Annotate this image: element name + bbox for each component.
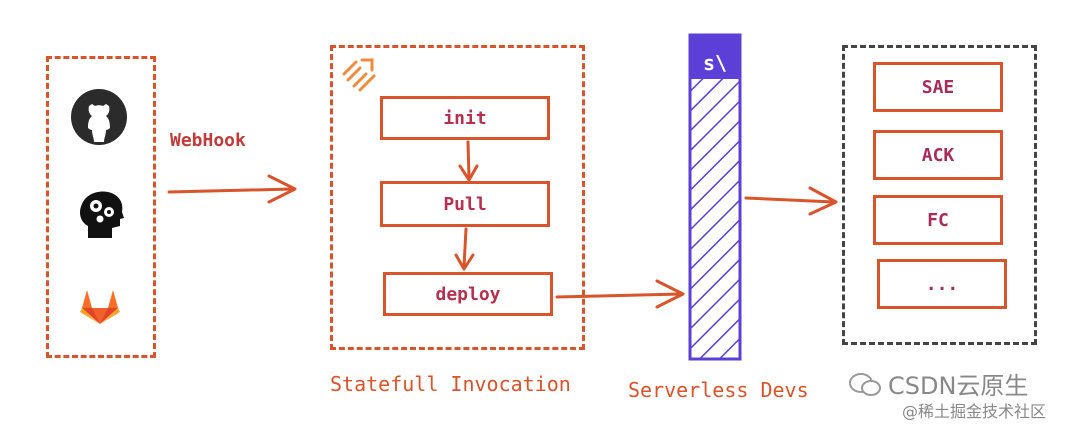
arrow-deploy-serverless (555, 279, 685, 309)
gitlab-icon (80, 290, 120, 324)
brain-gears-icon (80, 191, 124, 238)
arrow-pull-deploy (454, 227, 475, 271)
serverless-logo-text: s\ (702, 51, 728, 75)
arrow-webhook (167, 174, 297, 204)
serverless-caption: Serverless Devs (628, 378, 809, 402)
target-sae: SAE (873, 62, 1003, 112)
step-deploy: deploy (383, 272, 553, 316)
sources-box (46, 56, 156, 358)
target-ack: ACK (873, 130, 1003, 180)
arrow-serverless-targets (744, 186, 838, 216)
watermark-line1: CSDN云原生 (888, 372, 1029, 400)
arrow-init-pull (458, 140, 479, 182)
github-icon (71, 89, 127, 145)
stateful-logo-icon (342, 58, 376, 92)
step-pull: Pull (380, 181, 550, 227)
stateful-caption: Statefull Invocation (330, 372, 571, 396)
watermark-line2: @稀土掘金技术社区 (902, 402, 1047, 421)
wechat-watermark-icon (849, 373, 881, 396)
target-more: ... (877, 259, 1007, 309)
serverless-devs-column (688, 33, 742, 361)
stateful-invocation-box (330, 45, 585, 350)
targets-box (842, 45, 1037, 345)
target-fc: FC (873, 195, 1003, 245)
step-init: init (380, 96, 550, 140)
webhook-label: WebHook (170, 130, 246, 151)
